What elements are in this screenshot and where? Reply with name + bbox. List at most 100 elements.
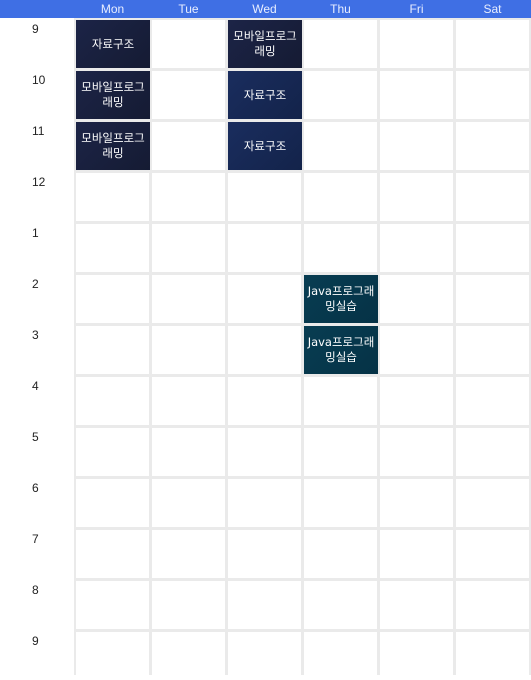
timetable-cell[interactable] [456,122,529,170]
class-block[interactable]: 모바일프로그래밍 [228,20,302,68]
time-label: 7 [32,532,39,546]
timetable-cell[interactable] [76,632,149,680]
time-label: 3 [32,328,39,342]
timetable-cell[interactable] [304,581,377,629]
class-block-title: 모바일프로그래밍 [81,80,145,109]
timetable-cell[interactable] [456,479,529,527]
timetable-cell[interactable] [152,632,225,680]
class-block[interactable]: Java프로그래밍실습 [304,275,378,323]
timetable-cell[interactable] [380,581,453,629]
timetable-cell[interactable] [228,224,301,272]
timetable-cell[interactable] [456,275,529,323]
timetable-cell[interactable] [456,71,529,119]
timetable-cell[interactable] [152,479,225,527]
timetable-cell[interactable] [380,20,453,68]
class-block[interactable]: 자료구조 [228,71,302,119]
timetable-cell[interactable] [304,122,377,170]
timetable-cell[interactable] [456,224,529,272]
timetable-cell[interactable] [228,275,301,323]
timetable-cell[interactable] [76,173,149,221]
timetable-cell[interactable] [76,326,149,374]
class-block[interactable]: 모바일프로그래밍 [76,71,150,119]
timetable-cell[interactable] [456,326,529,374]
time-label: 9 [32,634,39,648]
day-header-tue: Tue [178,2,199,16]
timetable-cell[interactable] [76,530,149,578]
timetable-cell[interactable] [456,581,529,629]
timetable-cell[interactable] [456,632,529,680]
class-block-title: 모바일프로그래밍 [81,131,145,160]
timetable-cell[interactable] [152,173,225,221]
timetable-cell[interactable] [228,173,301,221]
timetable-cell[interactable] [304,224,377,272]
timetable-cell[interactable] [76,581,149,629]
time-label: 12 [32,175,46,189]
day-header-wed: Wed [252,2,277,16]
day-header-thu: Thu [330,2,351,16]
timetable-cell[interactable] [304,173,377,221]
timetable-cell[interactable] [380,632,453,680]
timetable-cell[interactable] [380,530,453,578]
timetable-cell[interactable] [228,428,301,476]
timetable-cell[interactable] [152,20,225,68]
timetable-cell[interactable] [76,479,149,527]
timetable-cell[interactable] [152,377,225,425]
time-label: 10 [32,73,46,87]
timetable-cell[interactable] [76,224,149,272]
timetable-cell[interactable] [304,530,377,578]
timetable-cell[interactable] [304,377,377,425]
class-block[interactable]: 자료구조 [76,20,150,68]
class-block-title: 자료구조 [91,36,135,51]
time-label: 4 [32,379,39,393]
timetable-cell[interactable] [456,377,529,425]
timetable-cell[interactable] [228,632,301,680]
timetable-cell[interactable] [76,275,149,323]
class-block[interactable]: Java프로그래밍실습 [304,326,378,374]
timetable-cell[interactable] [380,122,453,170]
day-header-fri: Fri [409,2,424,16]
day-header-sat: Sat [483,2,502,16]
timetable-cell[interactable] [380,377,453,425]
timetable-cell[interactable] [152,581,225,629]
timetable-cell[interactable] [228,479,301,527]
timetable-cell[interactable] [228,530,301,578]
class-block-title: 자료구조 [243,87,287,102]
timetable-cell[interactable] [304,479,377,527]
timetable-cell[interactable] [304,71,377,119]
timetable-cell[interactable] [380,479,453,527]
class-block[interactable]: 모바일프로그래밍 [76,122,150,170]
timetable-cell[interactable] [380,71,453,119]
time-label: 9 [32,22,39,36]
timetable-cell[interactable] [228,581,301,629]
timetable-cell[interactable] [380,428,453,476]
timetable-cell[interactable] [380,275,453,323]
timetable-cell[interactable] [152,530,225,578]
timetable-cell[interactable] [152,275,225,323]
class-block-title: Java프로그래밍실습 [307,284,375,313]
class-block-title: 모바일프로그래밍 [233,29,297,58]
timetable-cell[interactable] [456,428,529,476]
timetable-cell[interactable] [152,71,225,119]
timetable-cell[interactable] [380,173,453,221]
timetable-cell[interactable] [304,20,377,68]
timetable-cell[interactable] [228,377,301,425]
timetable-cell[interactable] [152,326,225,374]
class-block-title: Java프로그래밍실습 [307,335,375,364]
timetable-cell[interactable] [380,326,453,374]
timetable-cell[interactable] [456,530,529,578]
time-label: 2 [32,277,39,291]
time-label: 11 [32,124,45,138]
timetable-cell[interactable] [304,428,377,476]
timetable-cell[interactable] [76,377,149,425]
timetable-cell[interactable] [152,122,225,170]
timetable-cell[interactable] [456,173,529,221]
timetable-cell[interactable] [456,20,529,68]
timetable-cell[interactable] [228,326,301,374]
time-label: 8 [32,583,39,597]
timetable-cell[interactable] [152,428,225,476]
timetable-cell[interactable] [380,224,453,272]
timetable-cell[interactable] [76,428,149,476]
timetable-cell[interactable] [152,224,225,272]
class-block[interactable]: 자료구조 [228,122,302,170]
timetable-cell[interactable] [304,632,377,680]
